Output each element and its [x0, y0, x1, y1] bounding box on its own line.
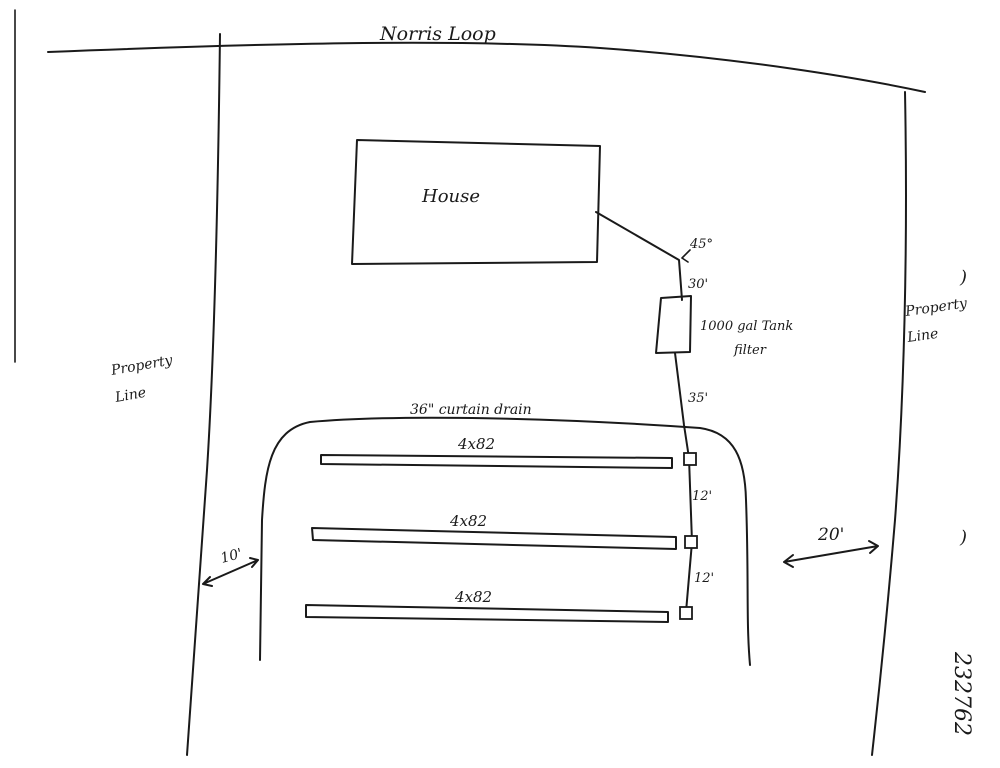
lateral-trench-3: [305, 604, 669, 623]
property-line-left-label-1: Property: [109, 352, 175, 379]
property-line-left-label-2: Line: [113, 385, 147, 406]
tank-outline: [655, 295, 692, 354]
lateral-trench-2: [311, 527, 677, 550]
distribution-box-3: [679, 606, 693, 620]
curtain-drain-label: 36" curtain drain: [410, 402, 532, 418]
spacing-label-1: 12': [692, 489, 712, 504]
distribution-box-2: [684, 535, 698, 549]
house-label: House: [421, 186, 480, 207]
margin-mark-2: ): [959, 527, 967, 548]
angle-mark: [681, 249, 691, 263]
spacing-label-2: 12': [694, 571, 714, 586]
road-label: Norris Loop: [379, 23, 496, 45]
angle-label: 45°: [689, 237, 713, 252]
house-outline: [351, 139, 601, 265]
lateral-label-2: 4x82: [449, 512, 487, 530]
property-line-right-label-2: Line: [905, 326, 939, 346]
curtain-drain: [259, 416, 751, 666]
property-line-right: [871, 91, 907, 756]
document-number: 232762: [949, 651, 974, 736]
distance-tank-to-drain: 35': [688, 391, 708, 406]
distance-house-to-tank: 30': [688, 277, 708, 292]
tank-label-line1: 1000 gal Tank: [700, 319, 793, 334]
setback-arrow-left: [202, 557, 259, 587]
lateral-label-3: 4x82: [454, 588, 492, 606]
setback-arrow-right: [783, 540, 879, 568]
margin-mark-1: ): [959, 267, 967, 288]
house-pipe: [595, 211, 683, 301]
lateral-label-1: 4x82: [457, 435, 495, 453]
road-line: [47, 41, 926, 93]
property-line-right-label-1: Property: [903, 295, 969, 320]
tank-label-line2: filter: [733, 343, 767, 358]
setback-label-right: 20': [817, 525, 844, 545]
property-line-left: [186, 33, 221, 756]
distribution-box-1: [683, 452, 697, 466]
setback-label-left: 10': [219, 546, 244, 567]
lateral-trench-1: [320, 454, 673, 469]
